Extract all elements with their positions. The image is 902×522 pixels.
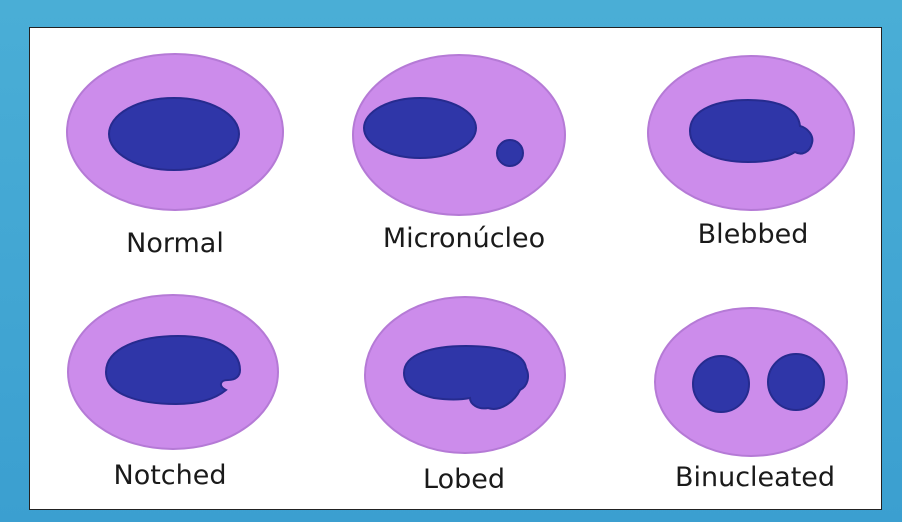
cell-binucleated-drawing [30, 28, 883, 511]
nucleus-right [768, 354, 824, 410]
nucleus-left [693, 356, 749, 412]
label-binucleated: Binucleated [675, 462, 835, 493]
diagram-panel: Normal Micronúcleo Blebbed No [29, 27, 882, 510]
